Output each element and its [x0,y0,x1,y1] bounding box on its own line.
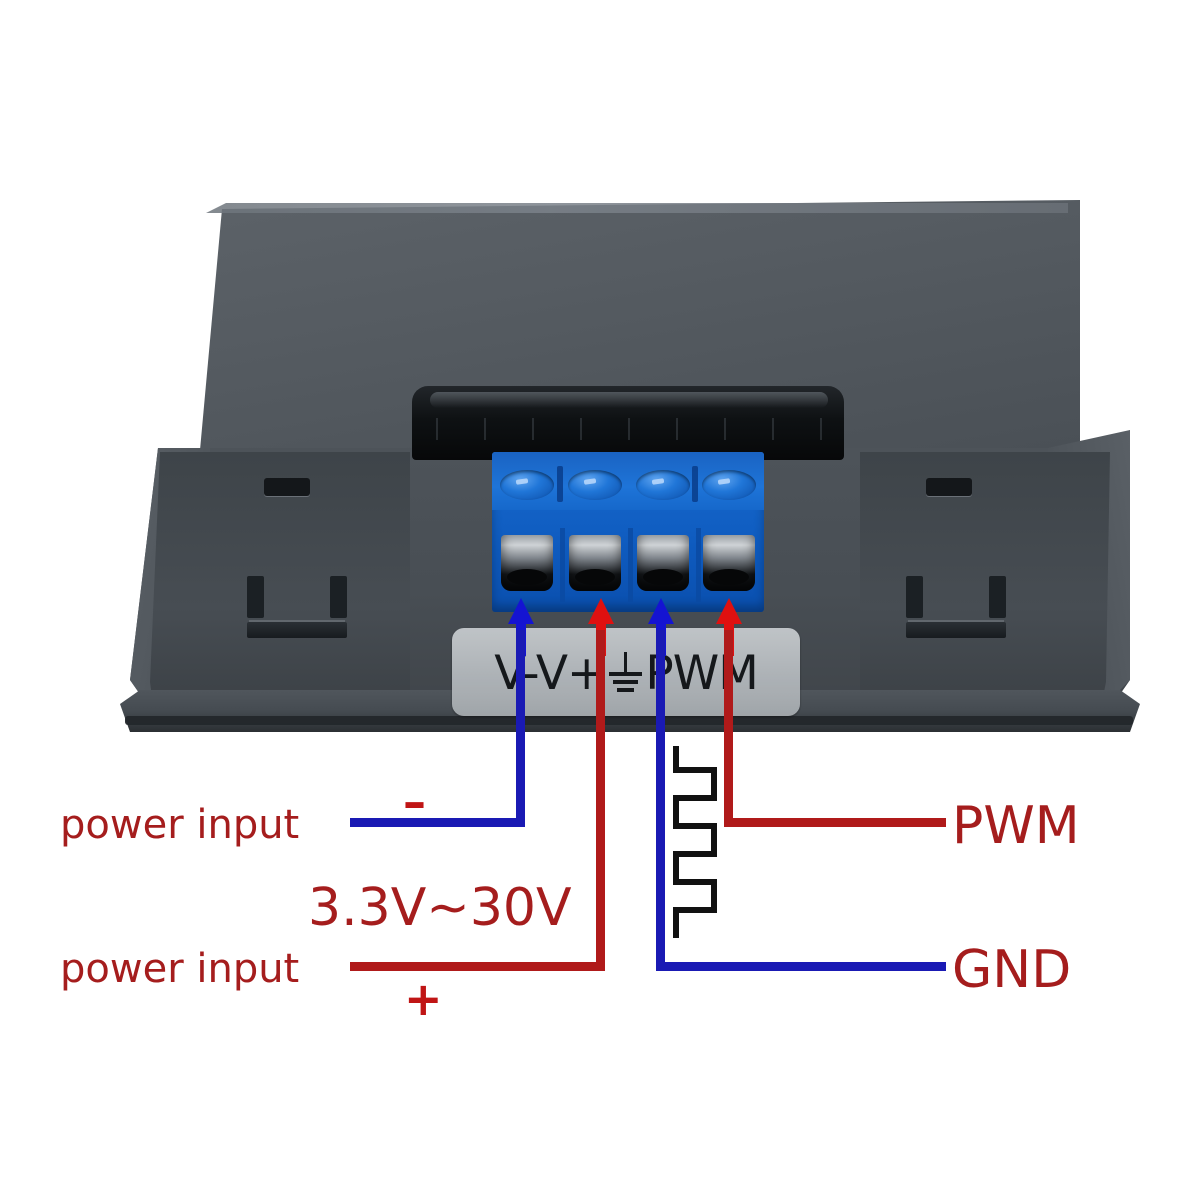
mounting-clip-left [247,576,347,638]
label-pwm-output: PWM [952,796,1080,856]
wire-vplus-horizontal [350,962,605,971]
device-recess-right [860,452,1110,712]
label-power-input-positive: power input [60,946,300,992]
vent-slot-left [264,478,310,496]
device-top-highlight [206,203,1068,213]
wire-pwm-vertical [724,630,733,826]
wire-gnd-horizontal [656,962,946,971]
ground-symbol-icon [605,650,645,696]
wire-vminus-vertical [516,630,525,826]
terminal-divider-2 [692,466,698,502]
wire-vminus-horizontal [350,818,525,827]
label-gnd: GND [952,940,1072,1000]
wire-pwm-horizontal [724,818,946,827]
terminal-screw-3[interactable] [636,470,690,500]
terminal-divider-1 [557,466,563,502]
terminal-wire-port-vminus[interactable] [501,535,553,591]
mounting-clip-right [906,576,1006,638]
label-power-input-negative: power input [60,802,300,848]
label-voltage-range: 3.3V~30V [308,878,572,938]
terminal-wire-port-pwm[interactable] [703,535,755,591]
silkscreen-label-text: V-V+ PWM [452,640,800,706]
device-base-lip [125,716,1133,725]
terminal-rib-3 [696,528,701,602]
terminal-screw-1[interactable] [500,470,554,500]
terminal-shroud-ridges [436,418,826,440]
terminal-wire-port-gnd[interactable] [637,535,689,591]
terminal-rib-2 [628,528,633,602]
wire-gnd-vertical [656,630,665,970]
terminal-screw-4[interactable] [702,470,756,500]
label-v-minus-v-plus: V-V+ [494,645,606,701]
terminal-rib-1 [560,528,565,602]
terminal-wire-port-vplus[interactable] [569,535,621,591]
terminal-shroud-gloss [430,392,828,408]
sign-positive: + [404,972,443,1026]
square-wave-icon [673,746,717,938]
sign-negative: – [403,775,426,829]
device-photo: V-V+ PWM [120,200,1140,732]
wire-vplus-vertical [596,630,605,970]
vent-slot-right [926,478,972,496]
terminal-screw-2[interactable] [568,470,622,500]
